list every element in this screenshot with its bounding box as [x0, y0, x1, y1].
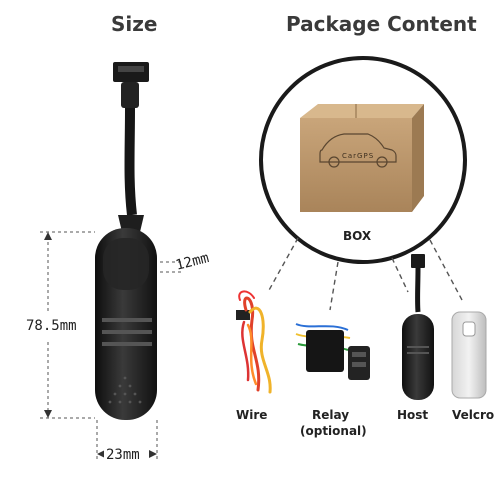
package-content-heading: Package Content [286, 12, 477, 36]
item-label-relay: Relay [312, 408, 350, 422]
item-label-wire: Wire [236, 408, 268, 422]
box-illustration [300, 104, 424, 212]
dimension-lines [40, 231, 182, 460]
velcro-strip-icon [451, 311, 487, 399]
box-label: BOX [343, 229, 372, 243]
item-label-velcro: Velcro [452, 408, 495, 422]
gps-device-large [95, 62, 157, 420]
box-print-text: CarGPS [342, 152, 375, 160]
dimension-arrows [44, 232, 157, 458]
width-dimension-label: 23mm [104, 447, 142, 463]
gps-tracker-icon [402, 254, 434, 400]
size-heading: Size [111, 12, 158, 36]
connector-lines [267, 237, 463, 311]
wire-harness-icon [236, 290, 272, 394]
item-note-relay: (optional) [300, 424, 367, 438]
length-dimension-label: 78.5mm [26, 318, 77, 334]
item-label-host: Host [397, 408, 429, 422]
relay-icon [295, 323, 370, 380]
